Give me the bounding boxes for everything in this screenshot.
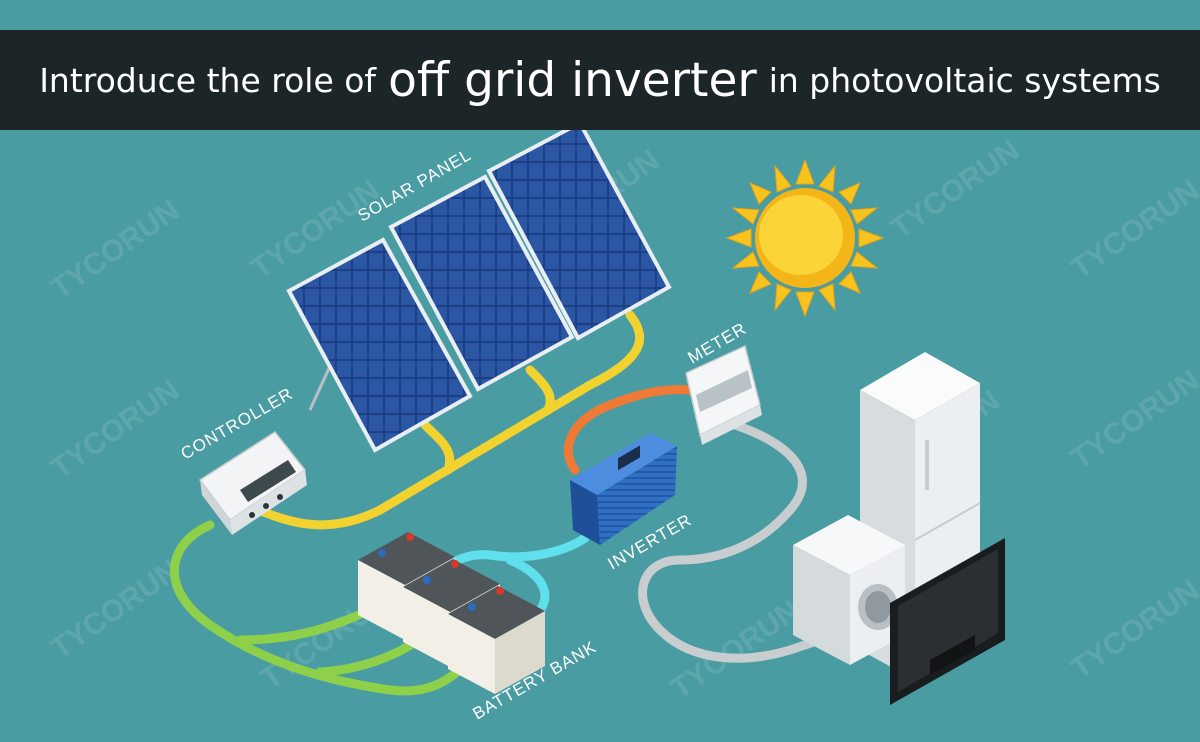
cable-meter — [563, 385, 695, 475]
cable-pv-branch — [525, 365, 555, 415]
watermark-text: TYCORUN — [1065, 364, 1200, 476]
watermark-text: TYCORUN — [45, 374, 185, 486]
solar-panel — [286, 237, 473, 453]
cable-layer — [169, 310, 825, 696]
cable-pv — [243, 310, 644, 530]
cable-load — [638, 420, 825, 663]
watermark-text: TYCORUN — [1065, 574, 1200, 686]
title-emphasis: off grid inverter — [388, 52, 757, 108]
sun-icon — [725, 158, 885, 318]
cable-battery — [169, 520, 475, 696]
watermark-text: TYCORUN — [45, 194, 185, 306]
solar-panel-array — [286, 120, 672, 453]
battery-bank — [358, 532, 545, 694]
battery — [448, 586, 545, 694]
watermark-text: TYCORUN — [45, 554, 185, 666]
title-banner: Introduce the role of off grid inverter … — [0, 30, 1200, 130]
charge-controller — [198, 431, 307, 535]
watermark-text: TYCORUN — [1065, 174, 1200, 286]
television — [890, 538, 1005, 705]
cable-pv-branch — [420, 420, 455, 475]
solar-panel — [388, 174, 575, 392]
off-grid-inverter — [570, 433, 677, 545]
title-tail: in photovoltaic systems — [768, 60, 1161, 100]
washing-machine — [793, 515, 905, 665]
title-lead: Introduce the role of — [39, 60, 377, 100]
electric-meter — [685, 344, 762, 445]
solar-panel — [486, 120, 672, 341]
watermark-text: TYCORUN — [885, 134, 1025, 246]
